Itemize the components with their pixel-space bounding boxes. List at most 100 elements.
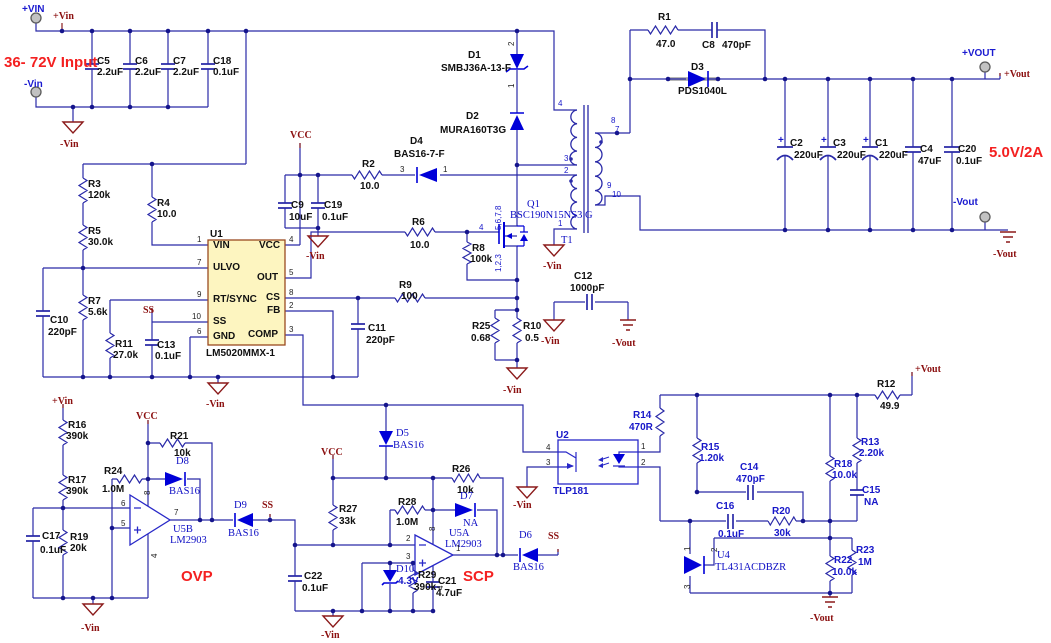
d10-zener-diode: [383, 570, 397, 582]
opamp-symbols: [129, 493, 455, 577]
c8-value: 470pF: [722, 40, 751, 51]
gnd-t1-aux: [542, 244, 566, 258]
fb-gnd-flag: -Vout: [810, 613, 834, 624]
u4-pin-1: 1: [683, 546, 692, 551]
r28-value: 1.0M: [396, 517, 419, 528]
wires-input-controller: [35, 23, 577, 453]
d2-part: MURA160T3G: [440, 125, 507, 136]
r18-ref: R18: [834, 459, 853, 470]
u1-pin-num-3: 3: [289, 325, 294, 334]
r26-value: 10k: [457, 485, 474, 496]
u2-ref: U2: [556, 430, 569, 441]
d9-ref: D9: [234, 500, 247, 511]
t1-phase-dot-aux: [569, 179, 573, 183]
junction-dots: [59, 28, 955, 614]
c22-value: 0.1uF: [302, 583, 329, 594]
c14-value: 470pF: [736, 474, 765, 485]
u1-pin-vin: VIN: [213, 240, 230, 251]
resistor-symbols: [57, 24, 901, 594]
r7-value: 5.6k: [88, 307, 108, 318]
r17-ref: R17: [68, 475, 87, 486]
output-rating-annotation: 5.0V/2A: [989, 144, 1044, 161]
earth-output: [1000, 231, 1016, 243]
r10-value: 0.5: [525, 333, 539, 344]
t1-phase-dot-primary: [569, 157, 573, 161]
r15-ref: R15: [701, 442, 720, 453]
c13-value: 0.1uF: [155, 351, 182, 362]
d6-part: BAS16: [513, 562, 544, 573]
d7-ref: D7: [460, 491, 473, 502]
ovp-annotation: OVP: [181, 568, 213, 585]
minus-vout-terminal[interactable]: [979, 211, 991, 223]
ovp-ss-flag: SS: [262, 500, 274, 511]
u1-pin-num-10: 10: [192, 312, 201, 321]
r5-value: 30.0k: [88, 237, 114, 248]
r27-value: 33k: [339, 516, 356, 527]
plus-vout-terminal[interactable]: [979, 61, 991, 73]
r19-ref: R19: [70, 532, 89, 543]
u5a-pin-1: 1: [456, 544, 461, 553]
wires-feedback: [526, 372, 913, 597]
c20-ref: C20: [958, 144, 977, 155]
r9-ref: R9: [399, 280, 412, 291]
u4-pin-3: 3: [683, 584, 692, 589]
r2-ref: R2: [362, 159, 375, 170]
d4-pin-3: 3: [400, 165, 405, 174]
r15-value: 1.20k: [699, 453, 725, 464]
ovp-gnd-flag: -Vin: [81, 623, 100, 634]
r8-value: 100k: [470, 254, 493, 265]
plus-vin-terminal[interactable]: [30, 12, 42, 24]
d3-diode: [688, 71, 706, 87]
gnd-u2: [515, 486, 539, 500]
r4-value: 10.0: [157, 209, 177, 220]
r1-value: 47.0: [656, 39, 676, 50]
input-range-annotation: 36- 72V Input: [4, 54, 98, 71]
r7-ref: R7: [88, 296, 101, 307]
t1-transformer-symbol: [569, 105, 603, 233]
c7-value: 2.2uF: [173, 67, 200, 78]
t1-ref: T1: [561, 235, 573, 246]
c10-value: 220pF: [48, 327, 77, 338]
d6-diode: [522, 548, 538, 562]
u4-part: TL431ACDBZR: [715, 562, 787, 573]
fb-vout-flag: +Vout: [915, 364, 941, 375]
q1-gnd-flag: -Vin: [503, 385, 522, 396]
r29-value: 390k: [414, 582, 437, 593]
signal-ground-symbols: [61, 121, 566, 629]
u1-pin-vcc: VCC: [259, 240, 281, 251]
d1-pin-2: 2: [507, 41, 516, 46]
u1-gnd-flag: -Vin: [206, 399, 225, 410]
d2-diode: [510, 115, 524, 130]
c21-value: 4.7uF: [436, 588, 463, 599]
r5-ref: R5: [88, 226, 101, 237]
d9-part: BAS16: [228, 528, 259, 539]
minus-vin-terminal-label: -Vin: [24, 79, 43, 90]
c4-ref: C4: [920, 144, 933, 155]
u2-gnd-flag: -Vin: [513, 500, 532, 511]
d4-part: BAS16-7-F: [394, 149, 445, 160]
c6-ref: C6: [135, 56, 148, 67]
u5b-opamp-body: [129, 493, 172, 547]
d1-ref: D1: [468, 50, 481, 61]
c7-ref: C7: [173, 56, 186, 67]
c17-ref: C17: [42, 531, 61, 542]
earth-c12-right: [620, 319, 636, 331]
ovp-vcc-flag: VCC: [136, 411, 158, 422]
earth-ground-symbols: [620, 231, 1016, 608]
d5-part: BAS16: [393, 440, 424, 451]
c16-value: 0.1uF: [718, 529, 745, 540]
minus-vin-terminal[interactable]: [30, 86, 42, 98]
gnd-ovp: [81, 603, 105, 617]
q1-part: BSC190N15NS3 G: [510, 210, 593, 221]
c12-ref: C12: [574, 271, 593, 282]
c2-value: 220uF: [794, 150, 823, 161]
c2-ref: C2: [790, 138, 803, 149]
d7-part: NA: [463, 518, 479, 529]
r21-value: 10k: [174, 448, 191, 459]
r23-ref: R23: [856, 545, 875, 556]
scp-ss-flag: SS: [548, 531, 560, 542]
d6-ref: D6: [519, 530, 532, 541]
diode-symbols: [165, 54, 706, 582]
gnd-scp: [321, 615, 345, 629]
